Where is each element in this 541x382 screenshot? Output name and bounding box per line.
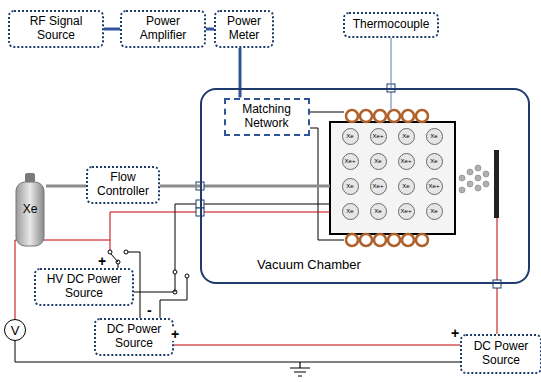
coil-turn [388,110,400,122]
xenon-particle: Xe [398,128,415,145]
xenon-particle: Xe [370,153,387,170]
polarity-sign: + [450,326,460,340]
xenon-particle: Xe [426,153,443,170]
connector [239,48,242,98]
particle-label: Xe+ [429,183,440,189]
xenon-particle: Xe [342,128,359,145]
particle-label: Xe+ [373,133,384,139]
chamber-label: Vacuum Chamber [257,258,361,273]
red-wire [166,345,460,346]
particle-label: Xe+ [345,158,356,164]
box-label: Flow Controller [88,171,158,199]
box-label: Matching Network [226,103,308,131]
polarity-sign: + [97,254,107,268]
particle-label: Xe [430,158,437,164]
instrument-box: Flow Controller [86,166,160,204]
coil-turn [402,234,414,246]
xenon-particle: Xe [398,178,415,195]
coil-turn [402,110,414,122]
instrument-box: Power Amplifier [120,10,206,48]
connector [391,38,392,88]
xenon-particle: Xe [426,128,443,145]
box-label: V [11,324,20,337]
instrument-box: RF Signal Source [8,10,104,48]
box-label: HV DC Power Source [36,273,132,301]
connector [104,28,120,31]
particle-label: Xe+ [373,183,384,189]
coil-turn [360,234,372,246]
rf-coil [346,110,428,246]
bottle-body [16,182,44,246]
red-wire [497,218,498,334]
voltmeter: V [4,319,26,341]
instrument-box: DC Power Source [460,334,541,374]
instrument-box: Thermocouple [343,12,439,38]
instrument-box: DC Power Source [94,318,174,356]
polarity-sign: - [146,303,153,317]
xenon-particle: Xe [370,203,387,220]
thermocouple-probe [391,90,392,109]
coil-turn [416,234,428,246]
target-plate [494,150,499,218]
box-label: DC Power Source [96,323,172,351]
xenon-particle: Xe [342,178,359,195]
coil-turn [360,110,372,122]
ground-symbol [290,362,310,376]
particle-label: Xe [346,208,353,214]
xenon-particle: Xe+ [370,178,387,195]
xenon-particle: Xe+ [370,128,387,145]
box-label: RF Signal Source [10,15,102,43]
vacuum-chamber: Matching NetworkXeXe+XeXeXe+XeXe+XeXeXe+… [200,88,530,284]
xenon-particle: Xe+ [398,153,415,170]
coil-turn [388,234,400,246]
particle-label: Xe [346,133,353,139]
box-label: Thermocouple [353,18,430,32]
ground-wire [15,341,460,362]
coil-turn [416,110,428,122]
coil-turn [346,110,358,122]
particle-label: Xe+ [401,158,412,164]
xenon-particle: Xe+ [398,203,415,220]
particle-label: Xe [430,208,437,214]
particle-label: Xe [430,133,437,139]
xenon-particle: Xe+ [426,178,443,195]
polarity-sign: + [170,327,180,341]
coil-turn [374,110,386,122]
connector [160,185,200,188]
coil-turn [374,234,386,246]
particle-label: Xe [374,208,381,214]
box-label: Power Meter [216,15,272,43]
xenon-particle: Xe [426,203,443,220]
box-label: Power Amplifier [122,15,204,43]
box-label: Xe [23,203,38,217]
instrument-box: HV DC Power Source [34,268,134,306]
discharge-vessel [330,122,455,234]
gas-bottle: Xe [14,172,46,248]
matching-network-box: Matching Network [224,98,310,136]
xenon-particle: Xe+ [342,153,359,170]
particle-label: Xe [346,183,353,189]
particle-label: Xe [374,158,381,164]
particle-label: Xe [402,133,409,139]
box-label: DC Power Source [462,340,540,368]
wire [160,276,187,318]
particle-label: Xe [402,183,409,189]
particle-label: Xe+ [401,208,412,214]
ion-plume [459,165,489,193]
instrument-box: Power Meter [214,10,274,48]
gas-pipe [202,185,330,188]
connector [46,185,86,188]
xenon-particle: Xe [342,203,359,220]
connector [206,28,214,31]
feedthrough-port [196,84,501,288]
coil-turn [346,234,358,246]
